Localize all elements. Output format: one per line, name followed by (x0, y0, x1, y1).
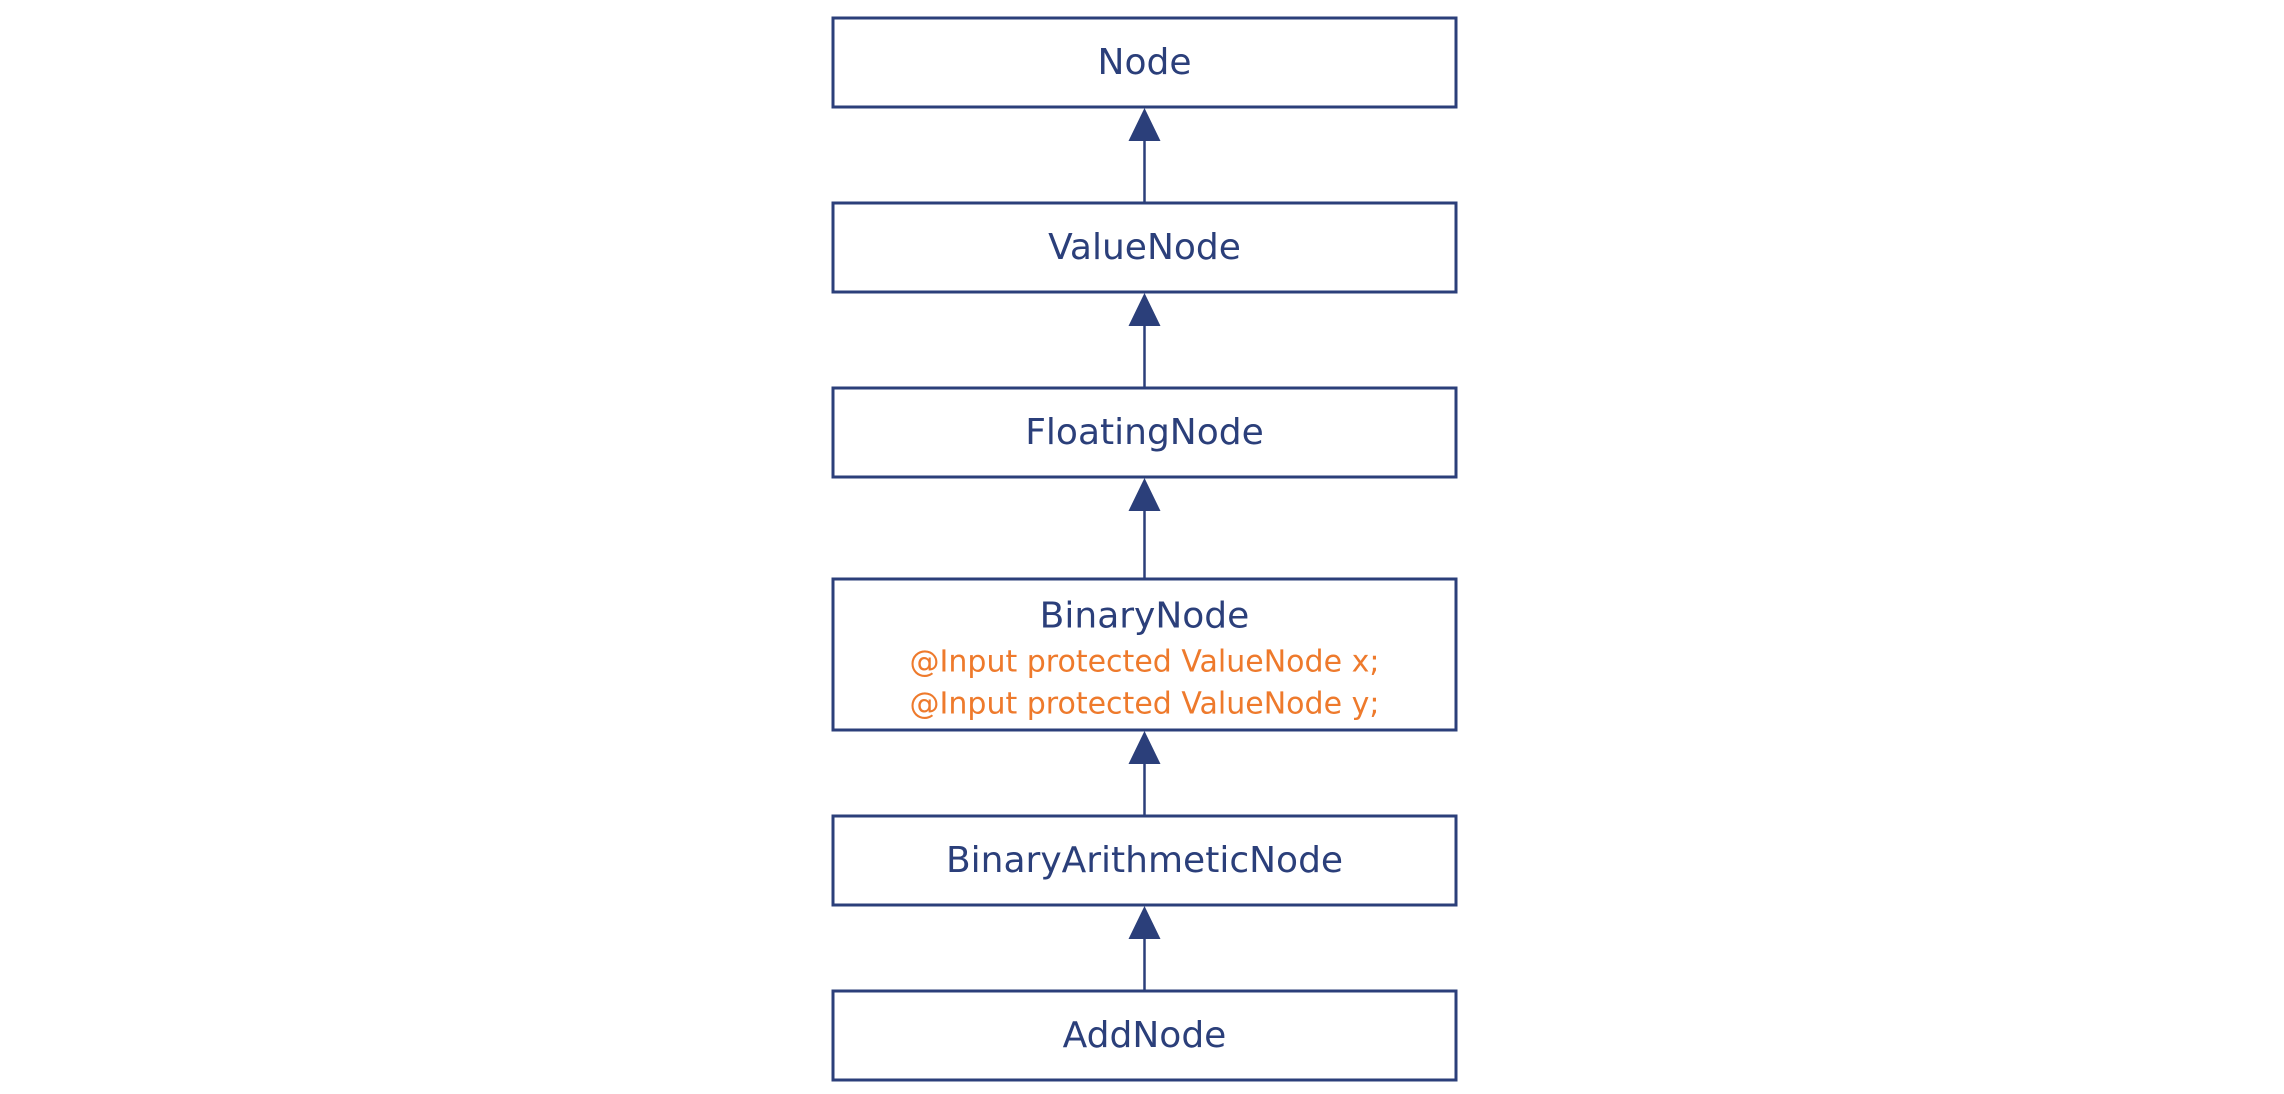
class-box (831, 814, 1458, 907)
inheritance-arrowhead (1128, 906, 1161, 939)
inheritance-edge-floating-node-to-value-node (1128, 293, 1161, 388)
class-node-value-node: ValueNode (831, 201, 1458, 294)
class-box (831, 201, 1458, 294)
class-node-add-node: AddNode (831, 989, 1458, 1082)
class-node-floating-node: FloatingNode (831, 386, 1458, 479)
class-node-binary-node: BinaryNode @Input protected ValueNode x; @… (831, 577, 1458, 732)
class-field: @Input protected ValueNode y; (910, 687, 1380, 722)
class-box (831, 989, 1458, 1082)
class-node-node: Node (831, 16, 1458, 109)
class-name: Node (1098, 42, 1192, 83)
class-name: FloatingNode (1025, 412, 1264, 453)
inheritance-arrowhead (1128, 293, 1161, 326)
inheritance-edge-binary-node-to-floating-node (1128, 478, 1161, 579)
class-name: BinaryArithmeticNode (946, 840, 1343, 881)
class-box (831, 386, 1458, 479)
inheritance-edge-value-node-to-node (1128, 108, 1161, 203)
class-box (831, 577, 1458, 732)
inheritance-arrowhead (1128, 478, 1161, 511)
inheritance-arrowhead (1128, 108, 1161, 141)
edges-layer (1128, 108, 1161, 991)
inheritance-arrowhead (1128, 731, 1161, 764)
class-name: ValueNode (1048, 227, 1241, 268)
inheritance-edge-binary-arithmetic-node-to-binary-node (1128, 731, 1161, 816)
class-name: AddNode (1063, 1015, 1227, 1056)
class-node-binary-arithmetic-node: BinaryArithmeticNode (831, 814, 1458, 907)
class-field: @Input protected ValueNode x; (910, 645, 1380, 680)
class-box (831, 16, 1458, 109)
class-name: BinaryNode (1040, 596, 1250, 637)
inheritance-edge-add-node-to-binary-arithmetic-node (1128, 906, 1161, 991)
